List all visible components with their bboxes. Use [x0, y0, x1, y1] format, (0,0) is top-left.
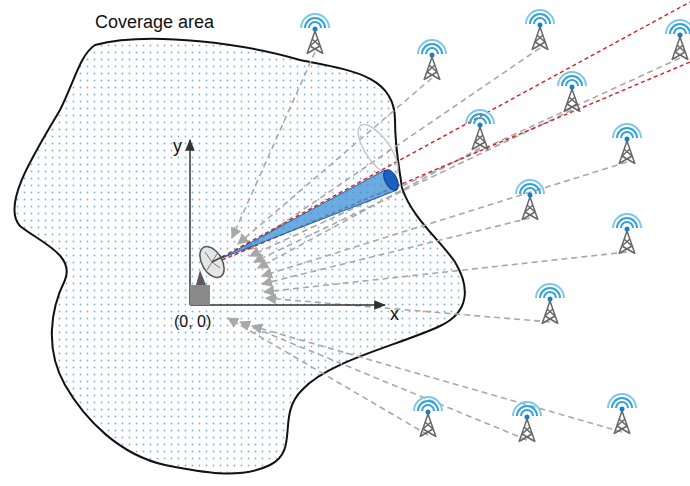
tower-tip — [430, 53, 435, 58]
tower-tip — [548, 297, 553, 302]
cell-tower — [558, 72, 586, 112]
signal-wave — [414, 397, 442, 411]
cell-tower — [301, 14, 329, 54]
tower-tip — [478, 123, 483, 128]
tower-lattice — [420, 414, 436, 437]
signal-wave — [466, 110, 494, 124]
cell-tower — [516, 180, 544, 220]
signal-arrow — [244, 48, 540, 250]
signal-arrow — [264, 252, 627, 292]
beam-edge — [222, 2, 690, 257]
dish-feed — [212, 256, 224, 262]
signal-wave — [558, 72, 586, 86]
tower-tip — [426, 410, 431, 415]
coverage-ground — [14, 39, 465, 474]
signal-wave — [526, 10, 554, 24]
signal-arrow — [240, 322, 527, 440]
tower-lattice — [564, 89, 580, 112]
cell-tower — [526, 10, 554, 50]
signal-arrow — [252, 326, 622, 432]
dish-mount — [196, 270, 206, 285]
signal-wave — [613, 124, 641, 138]
cell-tower — [608, 394, 636, 434]
beam-cone — [222, 170, 397, 258]
tower-lattice — [519, 419, 535, 442]
signal-wave — [666, 20, 690, 34]
cell-tower — [513, 402, 541, 442]
tower-lattice — [542, 301, 558, 324]
signal-arrow — [228, 318, 428, 435]
origin-label: (0, 0) — [174, 313, 211, 331]
signal-wave — [613, 214, 641, 228]
signal-wave — [418, 40, 446, 54]
area-title: Coverage area — [95, 12, 214, 33]
axis-name: y — [173, 136, 182, 157]
tower-lattice — [472, 127, 488, 150]
signal-wave — [536, 284, 564, 298]
signal-wave — [513, 402, 541, 416]
signal-arrow — [238, 78, 432, 244]
y-axis — [189, 140, 191, 305]
dish-antenna — [190, 242, 229, 305]
cell-tower — [418, 40, 446, 80]
coverage-area — [14, 39, 465, 474]
tower-lattice — [619, 141, 635, 164]
tower-tip — [538, 23, 543, 28]
tower-lattice — [619, 231, 635, 254]
tower-tip — [528, 193, 533, 198]
signal-arrow — [262, 218, 530, 284]
tower-lattice — [532, 27, 548, 50]
signal-arrow — [232, 52, 315, 238]
signal-wave — [516, 180, 544, 194]
x-axis — [190, 304, 385, 306]
axis-name: x — [390, 304, 399, 325]
tower-lattice — [522, 197, 538, 220]
cell-tower — [613, 214, 641, 254]
cell-tower — [466, 110, 494, 150]
dish-reflector — [195, 242, 229, 281]
beam-edge — [222, 62, 690, 260]
tower-tip — [625, 137, 630, 142]
signal-arrow — [258, 148, 480, 268]
cell-tower — [414, 397, 442, 437]
dish-base — [190, 285, 210, 305]
tower-tip — [625, 227, 630, 232]
tower-tip — [525, 415, 530, 420]
signal-wave — [301, 14, 329, 28]
tower-tip — [313, 27, 318, 32]
cell-tower — [666, 20, 690, 60]
tower-lattice — [614, 411, 630, 434]
cell-tower — [536, 284, 564, 324]
cell-tower — [613, 124, 641, 164]
signal-arrow — [250, 58, 680, 256]
tower-lattice — [307, 31, 323, 54]
beam-end — [381, 167, 402, 192]
tower-tip — [570, 85, 575, 90]
footprint-ellipse — [351, 119, 405, 182]
tower-lattice — [424, 57, 440, 80]
tower-tip — [678, 33, 683, 38]
signal-wave — [608, 394, 636, 408]
tower-tip — [620, 407, 625, 412]
signal-arrow — [266, 298, 550, 322]
tower-lattice — [672, 37, 688, 60]
signal-arrow — [254, 110, 572, 262]
